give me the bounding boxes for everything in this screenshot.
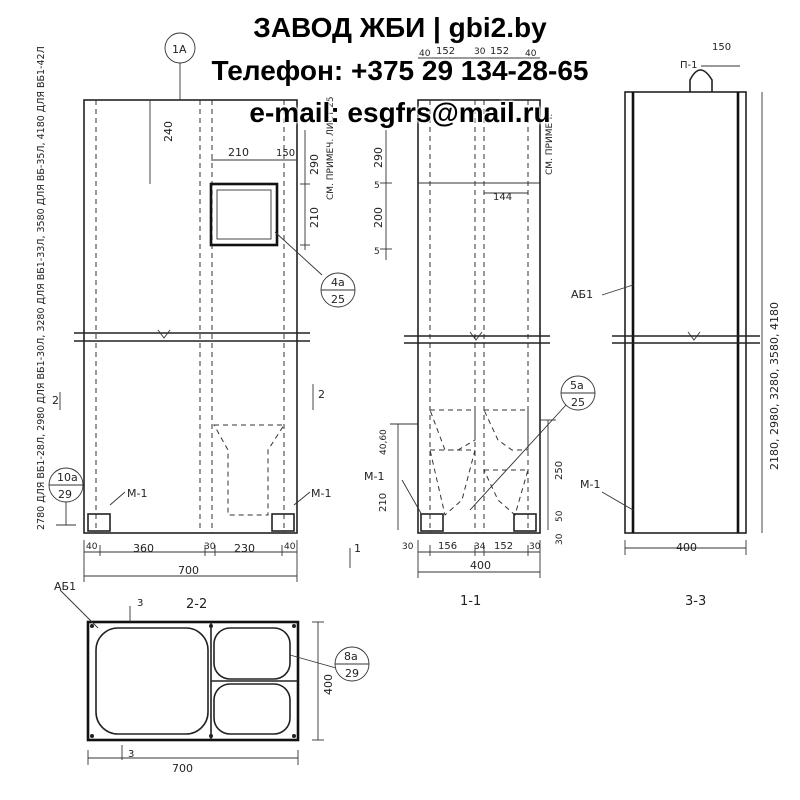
section-3-3-outline xyxy=(624,91,747,534)
s11-dim-152a: 152 xyxy=(436,46,455,57)
front-elevation xyxy=(48,32,356,582)
section-1-1 xyxy=(380,57,596,578)
dim-230: 230 xyxy=(234,542,255,555)
dim-210-top: 210 xyxy=(228,146,249,159)
dim-150-top: 150 xyxy=(276,148,295,159)
dim-40-left: 40 xyxy=(86,542,98,552)
section-1-1-outline xyxy=(417,99,541,534)
s11-callout-5a-sheet: 25 xyxy=(571,396,585,409)
elevation-outline xyxy=(83,99,298,534)
section-2-2 xyxy=(59,589,370,765)
s11-dim-40b: 40 xyxy=(525,49,537,59)
embed-label-left: М-1 xyxy=(127,487,147,500)
bottom-funnel xyxy=(213,424,285,516)
s11-dim-210: 210 xyxy=(378,493,389,512)
s22-rebar-label: АБ1 xyxy=(54,580,76,593)
mark-1a: 1А xyxy=(172,43,187,56)
s33-title: 3-3 xyxy=(685,594,706,609)
s11-dim-5a: 5 xyxy=(374,181,380,191)
dim-290: 290 xyxy=(308,154,321,175)
header-phone: Телефон: +375 29 134-28-65 xyxy=(211,55,589,86)
s11-callout-5a: 5а xyxy=(570,379,584,392)
s11-b-dim-156: 156 xyxy=(438,541,457,552)
s22-callout-8a: 8а xyxy=(344,650,358,663)
s22-section-3-bottom: 3 xyxy=(128,749,134,760)
s33-height-note: 2180, 2980, 3280, 3580, 4180 xyxy=(768,302,781,470)
s22-callout-8a-sheet: 29 xyxy=(345,667,359,680)
s11-b-dim-30a: 30 xyxy=(402,542,414,552)
s11-dim-144: 144 xyxy=(493,192,512,203)
section-2-left: 2 xyxy=(52,394,59,407)
s11-title: 1-1 xyxy=(460,594,481,609)
section-1-marker: 1 xyxy=(354,542,361,555)
s11-dim-30: 30 xyxy=(474,47,486,57)
section-1-1-embed-right xyxy=(513,513,537,532)
plan-void-large xyxy=(95,627,209,735)
s11-dim-40-60: 40,60 xyxy=(379,429,389,455)
dim-30: 30 xyxy=(204,542,216,552)
s11-dim-5b: 5 xyxy=(374,247,380,257)
s11-dim-30-side: 30 xyxy=(555,533,565,545)
see-note-elevation: СМ. ПРИМЕЧ. ЛИСТ 25 xyxy=(326,96,336,200)
window-opening xyxy=(209,182,279,247)
dim-40-right: 40 xyxy=(284,542,296,552)
s33-dim-400: 400 xyxy=(676,541,697,554)
callout-4a: 4а xyxy=(331,276,345,289)
s33-embed-label: М-1 xyxy=(580,478,600,491)
s11-dim-250: 250 xyxy=(554,461,565,480)
s11-see-note: СМ. ПРИМЕЧ. xyxy=(545,114,555,175)
s11-dim-152b: 152 xyxy=(490,46,509,57)
section-2-right: 2 xyxy=(318,388,325,401)
s22-title: 2-2 xyxy=(186,597,207,612)
plan-void-upper xyxy=(213,627,291,680)
embed-label-right: М-1 xyxy=(311,487,331,500)
dim-210-side: 210 xyxy=(308,207,321,228)
s11-b-dim-152: 152 xyxy=(494,541,513,552)
plan-void-lower xyxy=(213,683,291,735)
embed-right xyxy=(271,513,295,532)
callout-10a: 10а xyxy=(57,471,78,484)
s22-dim-700: 700 xyxy=(172,762,193,775)
s11-embed-label: М-1 xyxy=(364,470,384,483)
dim-700: 700 xyxy=(178,564,199,577)
s22-dim-400: 400 xyxy=(322,674,335,695)
s11-dim-40a: 40 xyxy=(419,49,431,59)
s33-loop-label: П-1 xyxy=(680,60,698,71)
callout-10a-sheet: 29 xyxy=(58,488,72,501)
header-company: ЗАВОД ЖБИ | gbi2.by xyxy=(253,12,547,43)
s22-section-3-top: 3 xyxy=(137,598,143,609)
s11-b-dim-34: 34 xyxy=(474,542,486,552)
height-note: 2780 ДЛЯ ВБ1-28Л, 2980 ДЛЯ ВБ1-30Л, 3280… xyxy=(36,46,47,530)
s11-dim-290: 290 xyxy=(372,147,385,168)
section-3-3 xyxy=(601,65,763,555)
s11-dim-200: 200 xyxy=(372,207,385,228)
s11-b-dim-30b: 30 xyxy=(529,542,541,552)
lifting-loop xyxy=(689,69,713,92)
dim-360: 360 xyxy=(133,542,154,555)
s33-dim-150: 150 xyxy=(712,42,731,53)
header-email: e-mail: esgfrs@mail.ru xyxy=(249,97,551,128)
s11-dim-50: 50 xyxy=(555,510,565,522)
dim-240: 240 xyxy=(162,121,175,142)
s11-dim-400: 400 xyxy=(470,559,491,572)
s33-rebar-label: АБ1 xyxy=(571,288,593,301)
embed-left xyxy=(87,513,111,532)
section-1-1-embed-left xyxy=(420,513,444,532)
callout-4a-sheet: 25 xyxy=(331,293,345,306)
